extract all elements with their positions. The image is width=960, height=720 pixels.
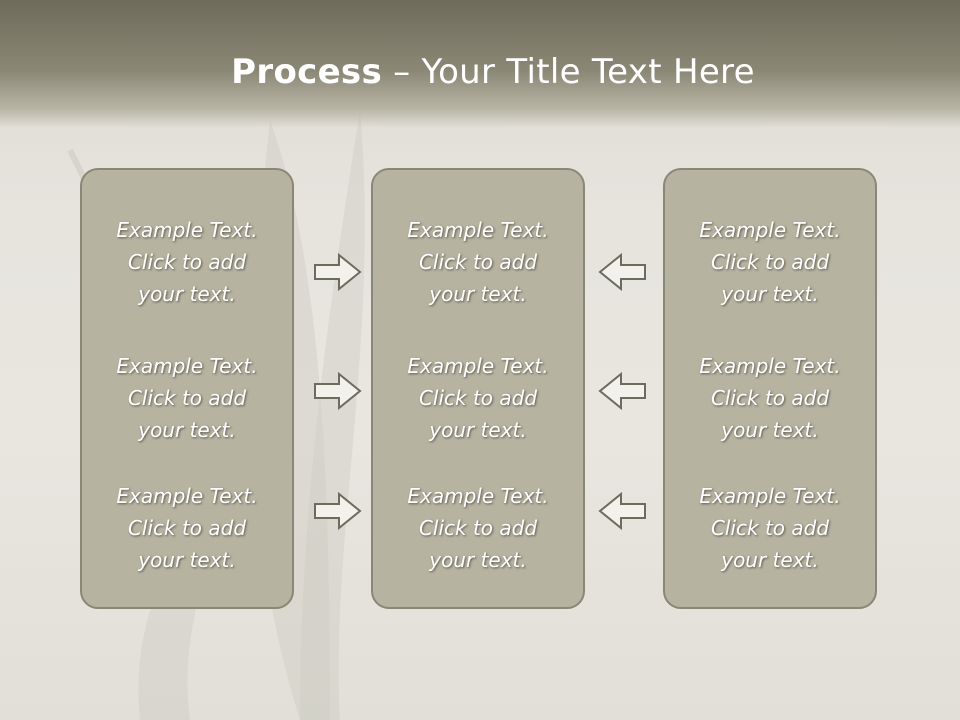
text-line: Example Text.: [699, 484, 841, 508]
text-line: your text.: [429, 282, 527, 306]
right-arrow-icon[interactable]: [313, 252, 363, 292]
text-line: Click to add: [710, 386, 830, 410]
page-title[interactable]: Process – Your Title Text Here: [0, 52, 960, 92]
text-line: Click to add: [127, 250, 247, 274]
right-arrow-icon[interactable]: [313, 371, 363, 411]
text-line: Example Text.: [699, 354, 841, 378]
text-line: Example Text.: [699, 218, 841, 242]
text-block[interactable]: Example Text. Click to add your text.: [665, 480, 875, 576]
text-line: your text.: [721, 548, 819, 572]
text-line: Example Text.: [407, 218, 549, 242]
text-line: Click to add: [710, 516, 830, 540]
text-block[interactable]: Example Text. Click to add your text.: [665, 350, 875, 446]
text-line: your text.: [138, 548, 236, 572]
text-line: Click to add: [127, 386, 247, 410]
title-bold: Process: [231, 52, 383, 92]
text-line: your text.: [138, 418, 236, 442]
text-line: Example Text.: [116, 484, 258, 508]
text-line: Example Text.: [407, 354, 549, 378]
left-arrow-icon[interactable]: [597, 371, 647, 411]
text-block[interactable]: Example Text. Click to add your text.: [665, 214, 875, 310]
left-arrow-icon[interactable]: [597, 491, 647, 531]
text-line: your text.: [721, 282, 819, 306]
text-block[interactable]: Example Text. Click to add your text.: [82, 350, 292, 446]
text-line: Click to add: [418, 250, 538, 274]
right-arrow-icon[interactable]: [313, 491, 363, 531]
right-text-box[interactable]: Example Text. Click to add your text. Ex…: [663, 168, 877, 609]
left-arrow-icon[interactable]: [597, 252, 647, 292]
text-block[interactable]: Example Text. Click to add your text.: [373, 350, 583, 446]
text-line: Example Text.: [116, 354, 258, 378]
text-line: your text.: [429, 418, 527, 442]
text-line: Click to add: [418, 386, 538, 410]
middle-text-box[interactable]: Example Text. Click to add your text. Ex…: [371, 168, 585, 609]
text-block[interactable]: Example Text. Click to add your text.: [373, 480, 583, 576]
text-block[interactable]: Example Text. Click to add your text.: [82, 214, 292, 310]
header-band: [0, 0, 960, 128]
text-block[interactable]: Example Text. Click to add your text.: [82, 480, 292, 576]
text-line: Click to add: [418, 516, 538, 540]
text-block[interactable]: Example Text. Click to add your text.: [373, 214, 583, 310]
text-line: Example Text.: [407, 484, 549, 508]
text-line: Click to add: [127, 516, 247, 540]
text-line: your text.: [429, 548, 527, 572]
text-line: Click to add: [710, 250, 830, 274]
text-line: your text.: [138, 282, 236, 306]
left-text-box[interactable]: Example Text. Click to add your text. Ex…: [80, 168, 294, 609]
title-rest: – Your Title Text Here: [382, 52, 755, 92]
text-line: your text.: [721, 418, 819, 442]
text-line: Example Text.: [116, 218, 258, 242]
